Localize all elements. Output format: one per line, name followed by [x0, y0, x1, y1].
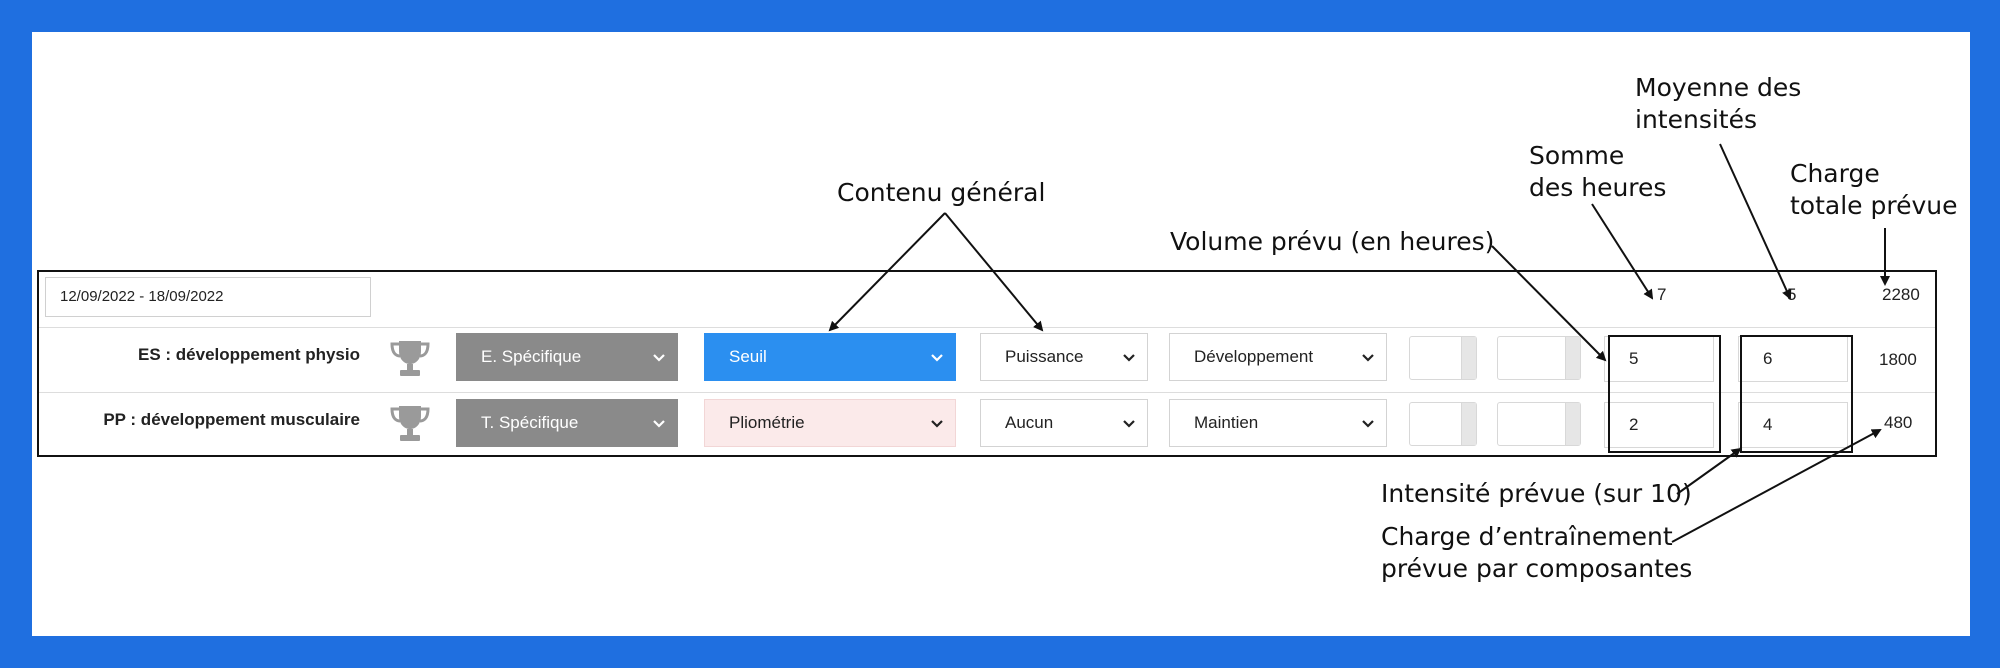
objective-select[interactable]: Maintien [1169, 399, 1387, 447]
quality-select-value: Aucun [1005, 413, 1054, 432]
quality-select[interactable]: Puissance [980, 333, 1148, 381]
annotation-somme-heures-1: Somme [1529, 141, 1625, 170]
general-content-select[interactable]: Seuil [704, 333, 956, 381]
annotation-charge-totale-2: totale prévue [1790, 191, 1958, 220]
trophy-icon[interactable] [387, 402, 433, 444]
trophy-icon[interactable] [387, 337, 433, 379]
annotation-charge-composantes-1: Charge d’entraînement [1381, 522, 1673, 551]
volume-hours-input[interactable]: 2 [1604, 402, 1714, 448]
toggle-knob [1461, 403, 1476, 445]
type-select-value: T. Spécifique [481, 413, 579, 432]
intensity-column-highlight [1740, 335, 1853, 453]
annotation-charge-totale-1: Charge [1790, 159, 1880, 188]
chevron-down-icon [931, 420, 943, 428]
row-label-pp: PP : développement musculaire [103, 410, 360, 429]
row-divider [39, 327, 1935, 328]
annotation-moyenne-1: Moyenne des [1635, 73, 1802, 102]
chevron-down-icon [1123, 420, 1135, 428]
load-value: 480 [1884, 413, 1913, 432]
annotation-arrows [828, 143, 1890, 543]
general-content-select[interactable]: Pliométrie [704, 399, 956, 447]
row-divider [39, 392, 1935, 393]
type-select[interactable]: T. Spécifique [456, 399, 678, 447]
annotation-intensite-prevue: Intensité prévue (sur 10) [1381, 479, 1692, 508]
objective-select-value: Développement [1194, 347, 1314, 366]
annotation-moyenne-2: intensités [1635, 105, 1757, 134]
planning-table [37, 270, 1937, 457]
toggle-knob [1461, 337, 1476, 379]
quality-select-value: Puissance [1005, 347, 1084, 366]
annotation-somme-heures-2: des heures [1529, 173, 1667, 202]
chevron-down-icon [653, 420, 665, 428]
average-intensity-value: 5 [1787, 285, 1797, 304]
toggle-knob [1565, 337, 1580, 379]
total-hours-value: 7 [1657, 285, 1667, 304]
objective-select[interactable]: Développement [1169, 333, 1387, 381]
annotation-volume-prevu: Volume prévu (en heures) [1170, 227, 1495, 256]
intensity-input[interactable]: 4 [1738, 402, 1848, 448]
toggle-field[interactable] [1409, 402, 1477, 446]
toggle-field[interactable] [1409, 336, 1477, 380]
row-label-es: ES : développement physio [138, 345, 360, 364]
date-range-field[interactable]: 12/09/2022 - 18/09/2022 [45, 277, 371, 317]
chevron-down-icon [1362, 354, 1374, 362]
load-value: 1800 [1879, 350, 1917, 369]
annotation-charge-composantes-2: prévue par composantes [1381, 554, 1693, 583]
annotated-screenshot-canvas: Contenu général Volume prévu (en heures)… [32, 32, 1970, 636]
volume-column-highlight [1608, 335, 1721, 453]
volume-hours-input[interactable]: 5 [1604, 336, 1714, 382]
quality-select[interactable]: Aucun [980, 399, 1148, 447]
toggle-field[interactable] [1497, 336, 1581, 380]
type-select[interactable]: E. Spécifique [456, 333, 678, 381]
chevron-down-icon [1123, 354, 1135, 362]
type-select-value: E. Spécifique [481, 347, 582, 366]
toggle-knob [1565, 403, 1580, 445]
total-load-value: 2280 [1882, 285, 1920, 304]
general-content-select-value: Pliométrie [729, 413, 805, 432]
chevron-down-icon [1362, 420, 1374, 428]
chevron-down-icon [931, 354, 943, 362]
general-content-select-value: Seuil [729, 347, 767, 366]
toggle-field[interactable] [1497, 402, 1581, 446]
annotation-contenu-general: Contenu général [837, 178, 1046, 207]
chevron-down-icon [653, 354, 665, 362]
objective-select-value: Maintien [1194, 413, 1259, 432]
